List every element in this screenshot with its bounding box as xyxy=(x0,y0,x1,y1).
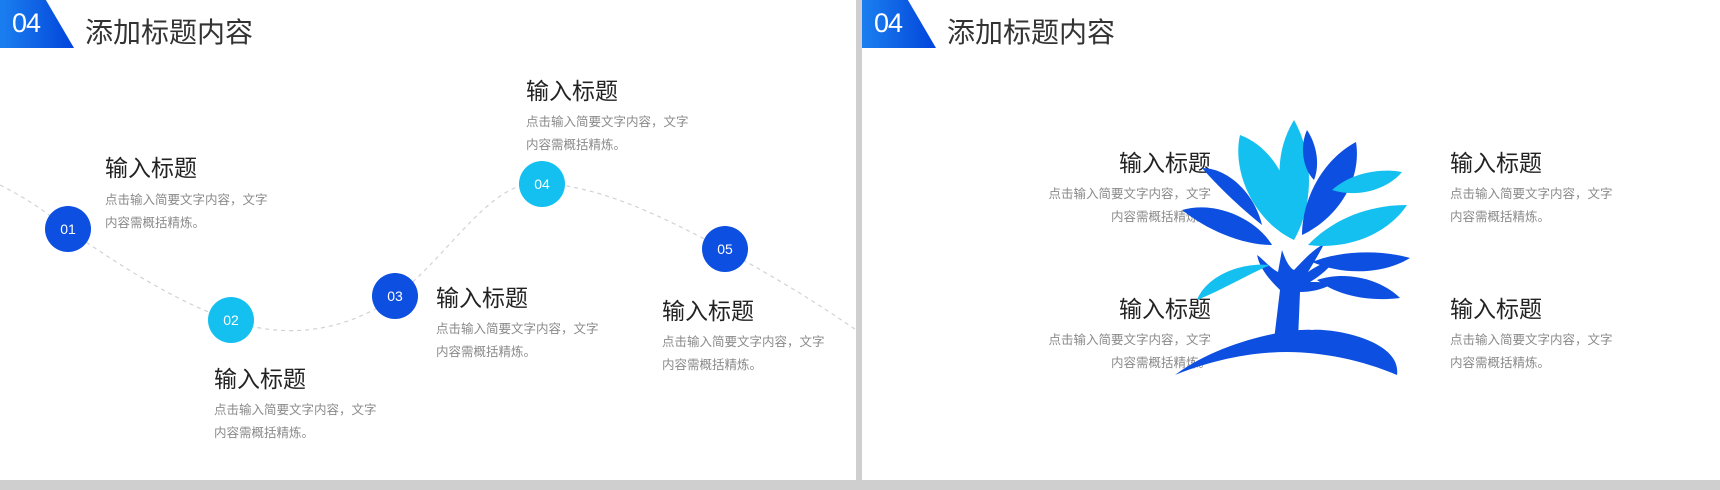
slide-left: 04 添加标题内容 01 02 03 04 05 输入标题 点击输入简要文字内容… xyxy=(0,0,856,480)
section-number: 04 xyxy=(12,8,41,38)
item-desc-4: 点击输入简要文字内容，文字 内容需概括精炼。 xyxy=(1450,328,1630,374)
item-heading-3: 输入标题 xyxy=(1119,297,1211,323)
item-desc-3-line1: 点击输入简要文字内容，文字 xyxy=(1048,332,1211,347)
step-desc-05-line1: 点击输入简要文字内容，文字 xyxy=(662,334,825,349)
step-heading-02: 输入标题 xyxy=(214,367,306,393)
item-desc-4-line2: 内容需概括精炼。 xyxy=(1450,355,1551,370)
item-desc-2: 点击输入简要文字内容，文字 内容需概括精炼。 xyxy=(1450,182,1630,228)
step-circle-04: 04 xyxy=(519,161,565,207)
step-desc-03-line1: 点击输入简要文字内容，文字 xyxy=(436,321,599,336)
step-circle-01: 01 xyxy=(45,206,91,252)
item-desc-2-line2: 内容需概括精炼。 xyxy=(1450,209,1551,224)
item-desc-3-line2: 内容需概括精炼。 xyxy=(1110,355,1211,370)
item-heading-1: 输入标题 xyxy=(1119,151,1211,177)
step-heading-01: 输入标题 xyxy=(105,156,197,182)
item-desc-1-line1: 点击输入简要文字内容，文字 xyxy=(1048,186,1211,201)
step-desc-01-line2: 内容需概括精炼。 xyxy=(105,215,206,230)
slide-title: 添加标题内容 xyxy=(85,16,254,49)
step-circle-02: 02 xyxy=(208,297,254,343)
item-desc-4-line1: 点击输入简要文字内容，文字 xyxy=(1450,332,1613,347)
step-desc-02-line1: 点击输入简要文字内容，文字 xyxy=(214,402,377,417)
section-number: 04 xyxy=(874,8,903,38)
step-heading-04: 输入标题 xyxy=(526,79,618,105)
item-heading-4: 输入标题 xyxy=(1450,297,1542,323)
step-desc-03-line2: 内容需概括精炼。 xyxy=(436,344,537,359)
step-desc-04-line1: 点击输入简要文字内容，文字 xyxy=(526,114,689,129)
step-desc-05-line2: 内容需概括精炼。 xyxy=(662,357,763,372)
item-desc-2-line1: 点击输入简要文字内容，文字 xyxy=(1450,186,1613,201)
step-desc-02-line2: 内容需概括精炼。 xyxy=(214,425,315,440)
tree-hand-icon xyxy=(1175,120,1410,375)
slide-right: 04 添加标题内容 输入标题 点击输入简要文字内容，文字 内容需概括精炼。 输入… xyxy=(862,0,1720,480)
step-circle-03: 03 xyxy=(372,273,418,319)
slide-title: 添加标题内容 xyxy=(947,16,1116,49)
step-desc-04-line2: 内容需概括精炼。 xyxy=(526,137,627,152)
step-heading-03: 输入标题 xyxy=(436,286,528,312)
step-circle-05: 05 xyxy=(702,226,748,272)
step-desc-01-line1: 点击输入简要文字内容，文字 xyxy=(105,192,268,207)
item-desc-3: 点击输入简要文字内容，文字 内容需概括精炼。 xyxy=(1031,328,1211,374)
step-desc-01: 点击输入简要文字内容，文字 内容需概括精炼。 xyxy=(105,188,285,234)
step-desc-04: 点击输入简要文字内容，文字 内容需概括精炼。 xyxy=(526,110,706,156)
step-desc-03: 点击输入简要文字内容，文字 内容需概括精炼。 xyxy=(436,317,616,363)
step-heading-05: 输入标题 xyxy=(662,299,754,325)
step-desc-02: 点击输入简要文字内容，文字 内容需概括精炼。 xyxy=(214,398,394,444)
step-desc-05: 点击输入简要文字内容，文字 内容需概括精炼。 xyxy=(662,330,842,376)
item-heading-2: 输入标题 xyxy=(1450,151,1542,177)
